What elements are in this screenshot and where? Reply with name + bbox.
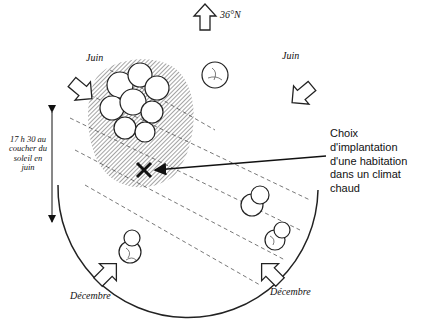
season-label: Juin	[86, 52, 103, 63]
season-label: Juin	[282, 50, 299, 61]
north-label: 36°N	[220, 9, 241, 20]
callout-text: Choix d'implantation d'une habitation da…	[330, 127, 422, 196]
season-label: Décembre	[270, 286, 311, 297]
season-label: Décembre	[70, 290, 111, 301]
time-note: 17 h 30 au coucher du soleil en juin	[8, 135, 48, 172]
